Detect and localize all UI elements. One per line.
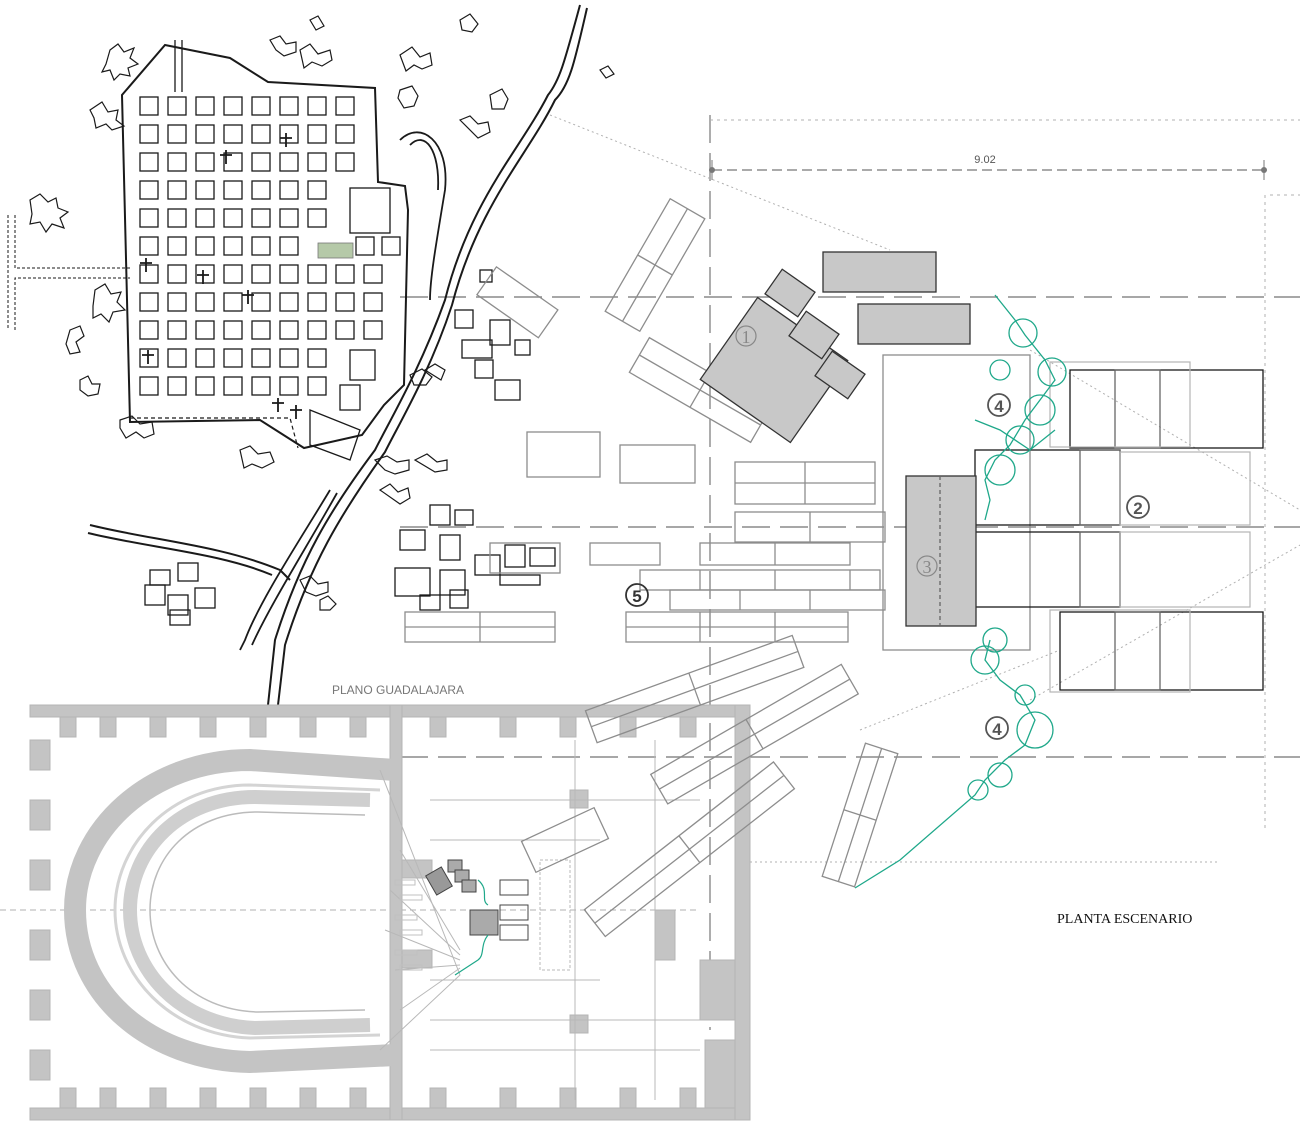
seating-fan <box>394 879 423 971</box>
plano-label: PLANO GUADALAJARA <box>332 683 464 697</box>
marker-circles <box>625 325 1150 740</box>
marker-4-bottom: 4 <box>992 720 1002 739</box>
platforms <box>404 197 1031 938</box>
green-paths <box>854 294 1067 889</box>
module-3 <box>905 475 977 627</box>
marker-3: 3 <box>923 557 932 577</box>
stage-grid-lines <box>379 740 700 1100</box>
theatre-plan <box>29 704 751 1121</box>
marker-2: 2 <box>1133 499 1142 518</box>
planta-label: PLANTA ESCENARIO <box>1057 912 1192 927</box>
cathedral-mark <box>317 242 354 259</box>
dimension-line <box>709 160 1267 180</box>
marker-4-top: 4 <box>994 397 1004 416</box>
guide-lines <box>0 114 1300 1030</box>
auditorium <box>63 748 396 1074</box>
mini-stage <box>425 859 529 941</box>
dimension-label: 9.02 <box>974 154 995 166</box>
city-map <box>7 4 615 706</box>
module-1 <box>699 251 971 444</box>
marker-5: 5 <box>632 587 641 606</box>
ramps <box>974 369 1264 691</box>
ramps-light <box>1049 361 1251 693</box>
mini-green-path <box>454 879 489 976</box>
marker-1: 1 <box>742 327 751 347</box>
